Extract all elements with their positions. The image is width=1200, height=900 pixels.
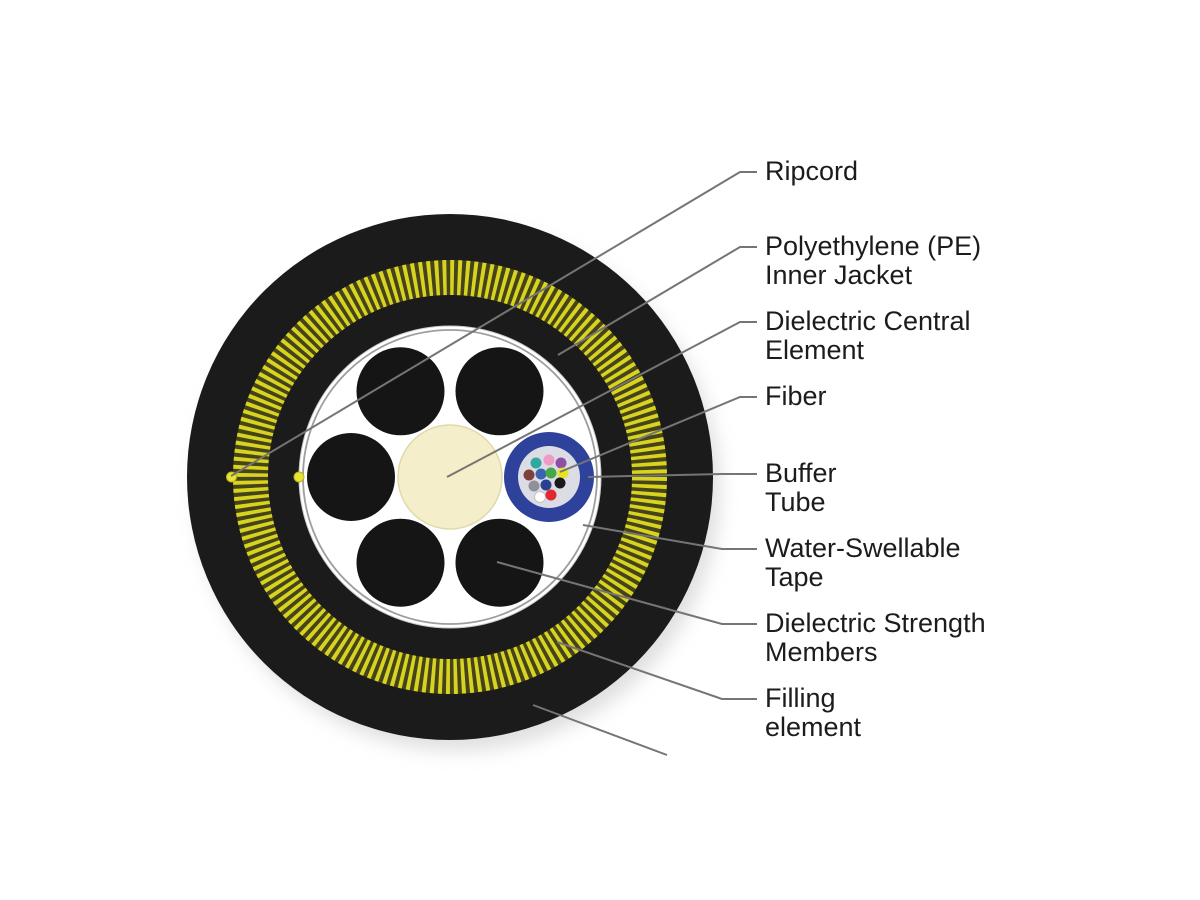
label-text: Ripcord: [765, 156, 859, 186]
label-ripcord: Ripcord: [765, 157, 858, 186]
fiber-dots: [523, 454, 569, 503]
label-text: Tape: [765, 562, 824, 592]
leader-pe-inner-jacket: [557, 246, 757, 356]
label-text: Polyethylene (PE): [765, 231, 982, 261]
leader-buffer-tube: [587, 473, 757, 478]
label-text: Buffer: [765, 458, 837, 488]
leader-dielectric-strength-members: [496, 561, 757, 625]
label-pe-inner-jacket: Polyethylene (PE) Inner Jacket: [765, 232, 981, 290]
fiber-rose: [543, 454, 555, 466]
fiber-red: [545, 489, 557, 501]
strength-member-rod: [455, 347, 544, 436]
leader-dielectric-central-element: [446, 321, 757, 478]
filling-element-yarn-ring: [233, 260, 667, 694]
leader-ripcord: [230, 171, 757, 477]
label-fiber: Fiber: [765, 382, 827, 411]
label-text: Members: [765, 637, 878, 667]
label-text: Water-Swellable: [765, 533, 961, 563]
label-text: element: [765, 712, 862, 742]
dielectric-central-element: [397, 424, 503, 530]
fiber-black: [554, 477, 566, 489]
label-filling-element: Filling element: [765, 684, 861, 742]
fiber-brown: [523, 469, 535, 481]
label-text: Dielectric Central: [765, 306, 971, 336]
label-text: Element: [765, 335, 865, 365]
label-water-swellable-tape: Water-Swellable Tape: [765, 534, 961, 592]
label-buffer-tube: Buffer Tube: [765, 459, 837, 517]
leader-line-cropped: [532, 704, 668, 756]
label-text: Dielectric Strength: [765, 608, 986, 638]
label-dielectric-strength-members: Dielectric Strength Members: [765, 609, 986, 667]
label-text: Inner Jacket: [765, 260, 913, 290]
fiber-navy: [540, 479, 552, 491]
fiber-blue: [535, 468, 547, 480]
label-text: Fiber: [765, 381, 827, 411]
label-text: Filling: [765, 683, 836, 713]
leader-fiber: [559, 396, 757, 473]
label-dielectric-central-element: Dielectric Central Element: [765, 307, 971, 365]
strength-member-rod: [356, 347, 445, 436]
fiber-white: [534, 491, 546, 503]
fiber-slate: [528, 480, 540, 492]
fiber-green: [545, 467, 557, 479]
fiber-violet: [555, 457, 567, 469]
label-text: Tube: [765, 487, 826, 517]
fiber-aqua: [530, 457, 542, 469]
leader-filling-element: [556, 641, 757, 700]
ripcord-dot-inner: [293, 471, 305, 483]
leader-water-swellable-tape: [582, 524, 757, 550]
strength-member-rod: [356, 518, 445, 607]
strength-member-rod: [307, 433, 395, 521]
